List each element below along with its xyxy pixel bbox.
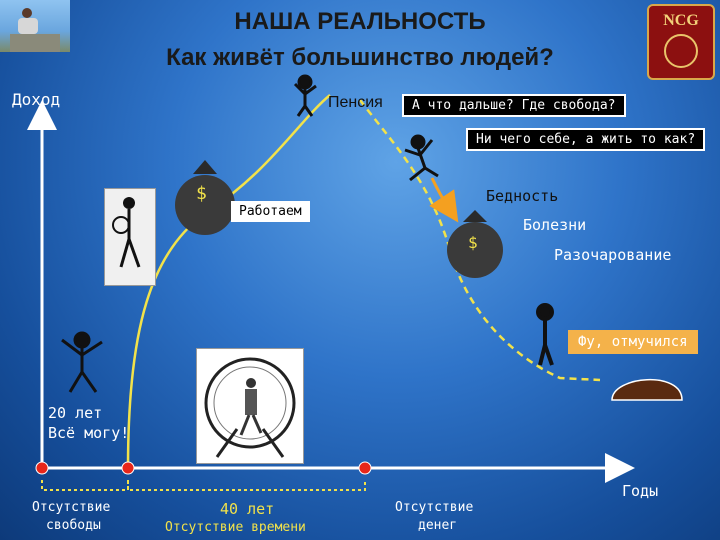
ncg-logo: NCG <box>647 4 715 80</box>
page-subtitle: Как живёт большинство людей? <box>166 44 554 71</box>
decline-arrow <box>429 177 459 223</box>
stick-figure-jumping-icon <box>61 331 103 393</box>
dot-age20 <box>121 461 135 475</box>
label-diseases: Болезни <box>523 216 587 234</box>
axes <box>27 100 635 483</box>
walker-card <box>104 188 156 286</box>
label-no-money-line2: денег <box>418 518 458 533</box>
label-pension: Пенсия <box>328 94 383 111</box>
label-working: Работаем <box>231 201 310 222</box>
page-title: НАША РЕАЛЬНОСТЬ <box>234 8 486 35</box>
grave-icon <box>611 379 683 401</box>
label-nothing-for-self: Ни чего себе, а жить то как? <box>466 128 706 151</box>
hamster-wheel-photo <box>196 348 304 464</box>
dollar-sign-1: $ <box>196 183 207 204</box>
dot-age40 <box>358 461 372 475</box>
bracket-time <box>127 480 366 491</box>
label-what-next: А что дальше? Где свобода? <box>402 94 626 117</box>
dot-origin <box>35 461 49 475</box>
stick-figure-sad-icon <box>536 303 554 366</box>
bracket-freedom <box>41 480 129 491</box>
money-bag-icon <box>447 210 503 278</box>
income-curve-falling <box>359 99 601 382</box>
label-age20-line1: 20 лет <box>48 404 103 422</box>
x-axis-label: Годы <box>622 482 659 500</box>
label-disappointment: Разочарование <box>554 246 672 264</box>
money-bag-icon <box>175 160 235 235</box>
stick-figure-top-icon <box>293 74 317 117</box>
dollar-sign-2: $ <box>468 233 478 252</box>
label-age40: 40 лет <box>220 500 275 518</box>
stick-figure-falling-icon <box>404 134 439 182</box>
person-photo <box>0 0 70 52</box>
label-no-freedom-line2: свободы <box>46 518 101 533</box>
label-done: Фу, отмучился <box>568 330 698 354</box>
label-no-freedom-line1: Отсутствие <box>32 500 111 515</box>
walker-figure-icon <box>112 197 141 268</box>
hamster-wheel-icon <box>204 357 296 458</box>
label-no-time: Отсутствие времени <box>165 520 306 535</box>
label-age20-line2: Всё могу! <box>48 424 130 442</box>
label-no-money-line1: Отсутствие <box>395 500 474 515</box>
y-axis-label: Доход <box>12 90 61 109</box>
label-poverty: Бедность <box>486 187 559 205</box>
